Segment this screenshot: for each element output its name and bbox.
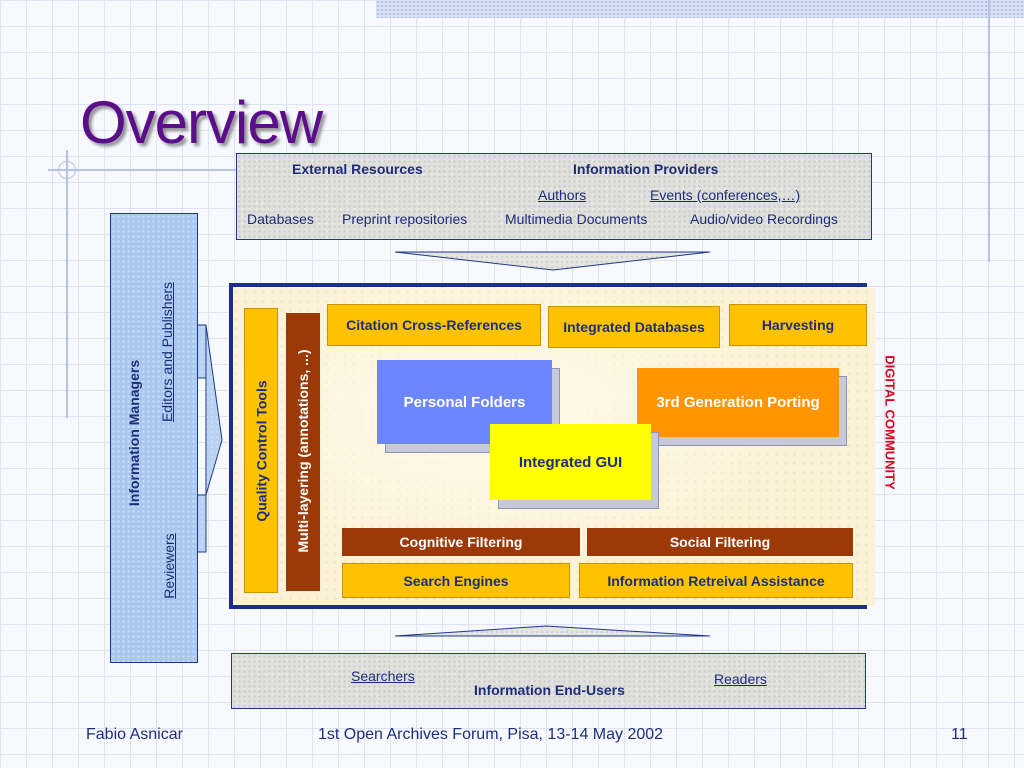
editors-publishers-link[interactable]: Editors and Publishers xyxy=(159,281,175,423)
preprint-item: Preprint repositories xyxy=(342,211,468,227)
citation-cross-references: Citation Cross-References xyxy=(327,304,541,346)
information-managers-label: Information Managers xyxy=(126,359,142,507)
reviewers-link[interactable]: Reviewers xyxy=(161,533,177,599)
decor-vline-left xyxy=(66,150,68,418)
page-title: Overview xyxy=(80,89,323,156)
decor-circle xyxy=(58,161,76,179)
3rd-generation-porting: 3rd Generation Porting xyxy=(637,368,839,437)
digital-community-frame xyxy=(229,283,867,609)
authors-link[interactable]: Authors xyxy=(538,187,587,203)
search-engines: Search Engines xyxy=(342,563,570,598)
searchers-link[interactable]: Searchers xyxy=(351,668,415,684)
external-resources-label: External Resources xyxy=(292,161,423,177)
integrated-databases: Integrated Databases xyxy=(548,306,720,348)
quality-control-tools: Quality Control Tools xyxy=(244,308,278,593)
information-managers-panel: Information Managers Editors and Publish… xyxy=(110,213,198,663)
decor-hline xyxy=(48,169,236,171)
down-arrow xyxy=(394,251,711,271)
top-decor-band xyxy=(376,0,1024,18)
cognitive-filtering: Cognitive Filtering xyxy=(342,528,580,556)
footer-event: 1st Open Archives Forum, Pisa, 13-14 May… xyxy=(318,726,664,743)
right-arrow-head xyxy=(205,324,223,496)
decor-vline-right xyxy=(988,0,990,262)
databases-item: Databases xyxy=(247,211,314,227)
personal-folders: Personal Folders xyxy=(377,360,552,444)
right-arrow-tail xyxy=(196,494,207,553)
information-retrieval-assistance: Information Retreival Assistance xyxy=(579,563,853,598)
multimedia-item: Multimedia Documents xyxy=(505,211,648,227)
up-arrow xyxy=(394,625,711,637)
integrated-gui: Integrated GUI xyxy=(490,424,651,500)
events-link[interactable]: Events (conferences,…) xyxy=(650,187,801,203)
readers-link[interactable]: Readers xyxy=(714,671,767,687)
end-users-box xyxy=(231,653,866,709)
harvesting: Harvesting xyxy=(729,304,867,346)
social-filtering: Social Filtering xyxy=(587,528,853,556)
information-providers-label: Information Providers xyxy=(573,161,719,177)
digital-community-label: DIGITAL COMMUNITY xyxy=(882,355,898,490)
footer-page-number: 11 xyxy=(951,726,968,743)
external-resources-box xyxy=(236,153,872,240)
footer-author: Fabio Asnicar xyxy=(86,726,183,743)
audio-video-item: Audio/video Recordings xyxy=(690,211,838,227)
information-end-users-label: Information End-Users xyxy=(474,682,625,698)
multi-layering: Multi-layering (annotations, ...) xyxy=(286,313,320,591)
